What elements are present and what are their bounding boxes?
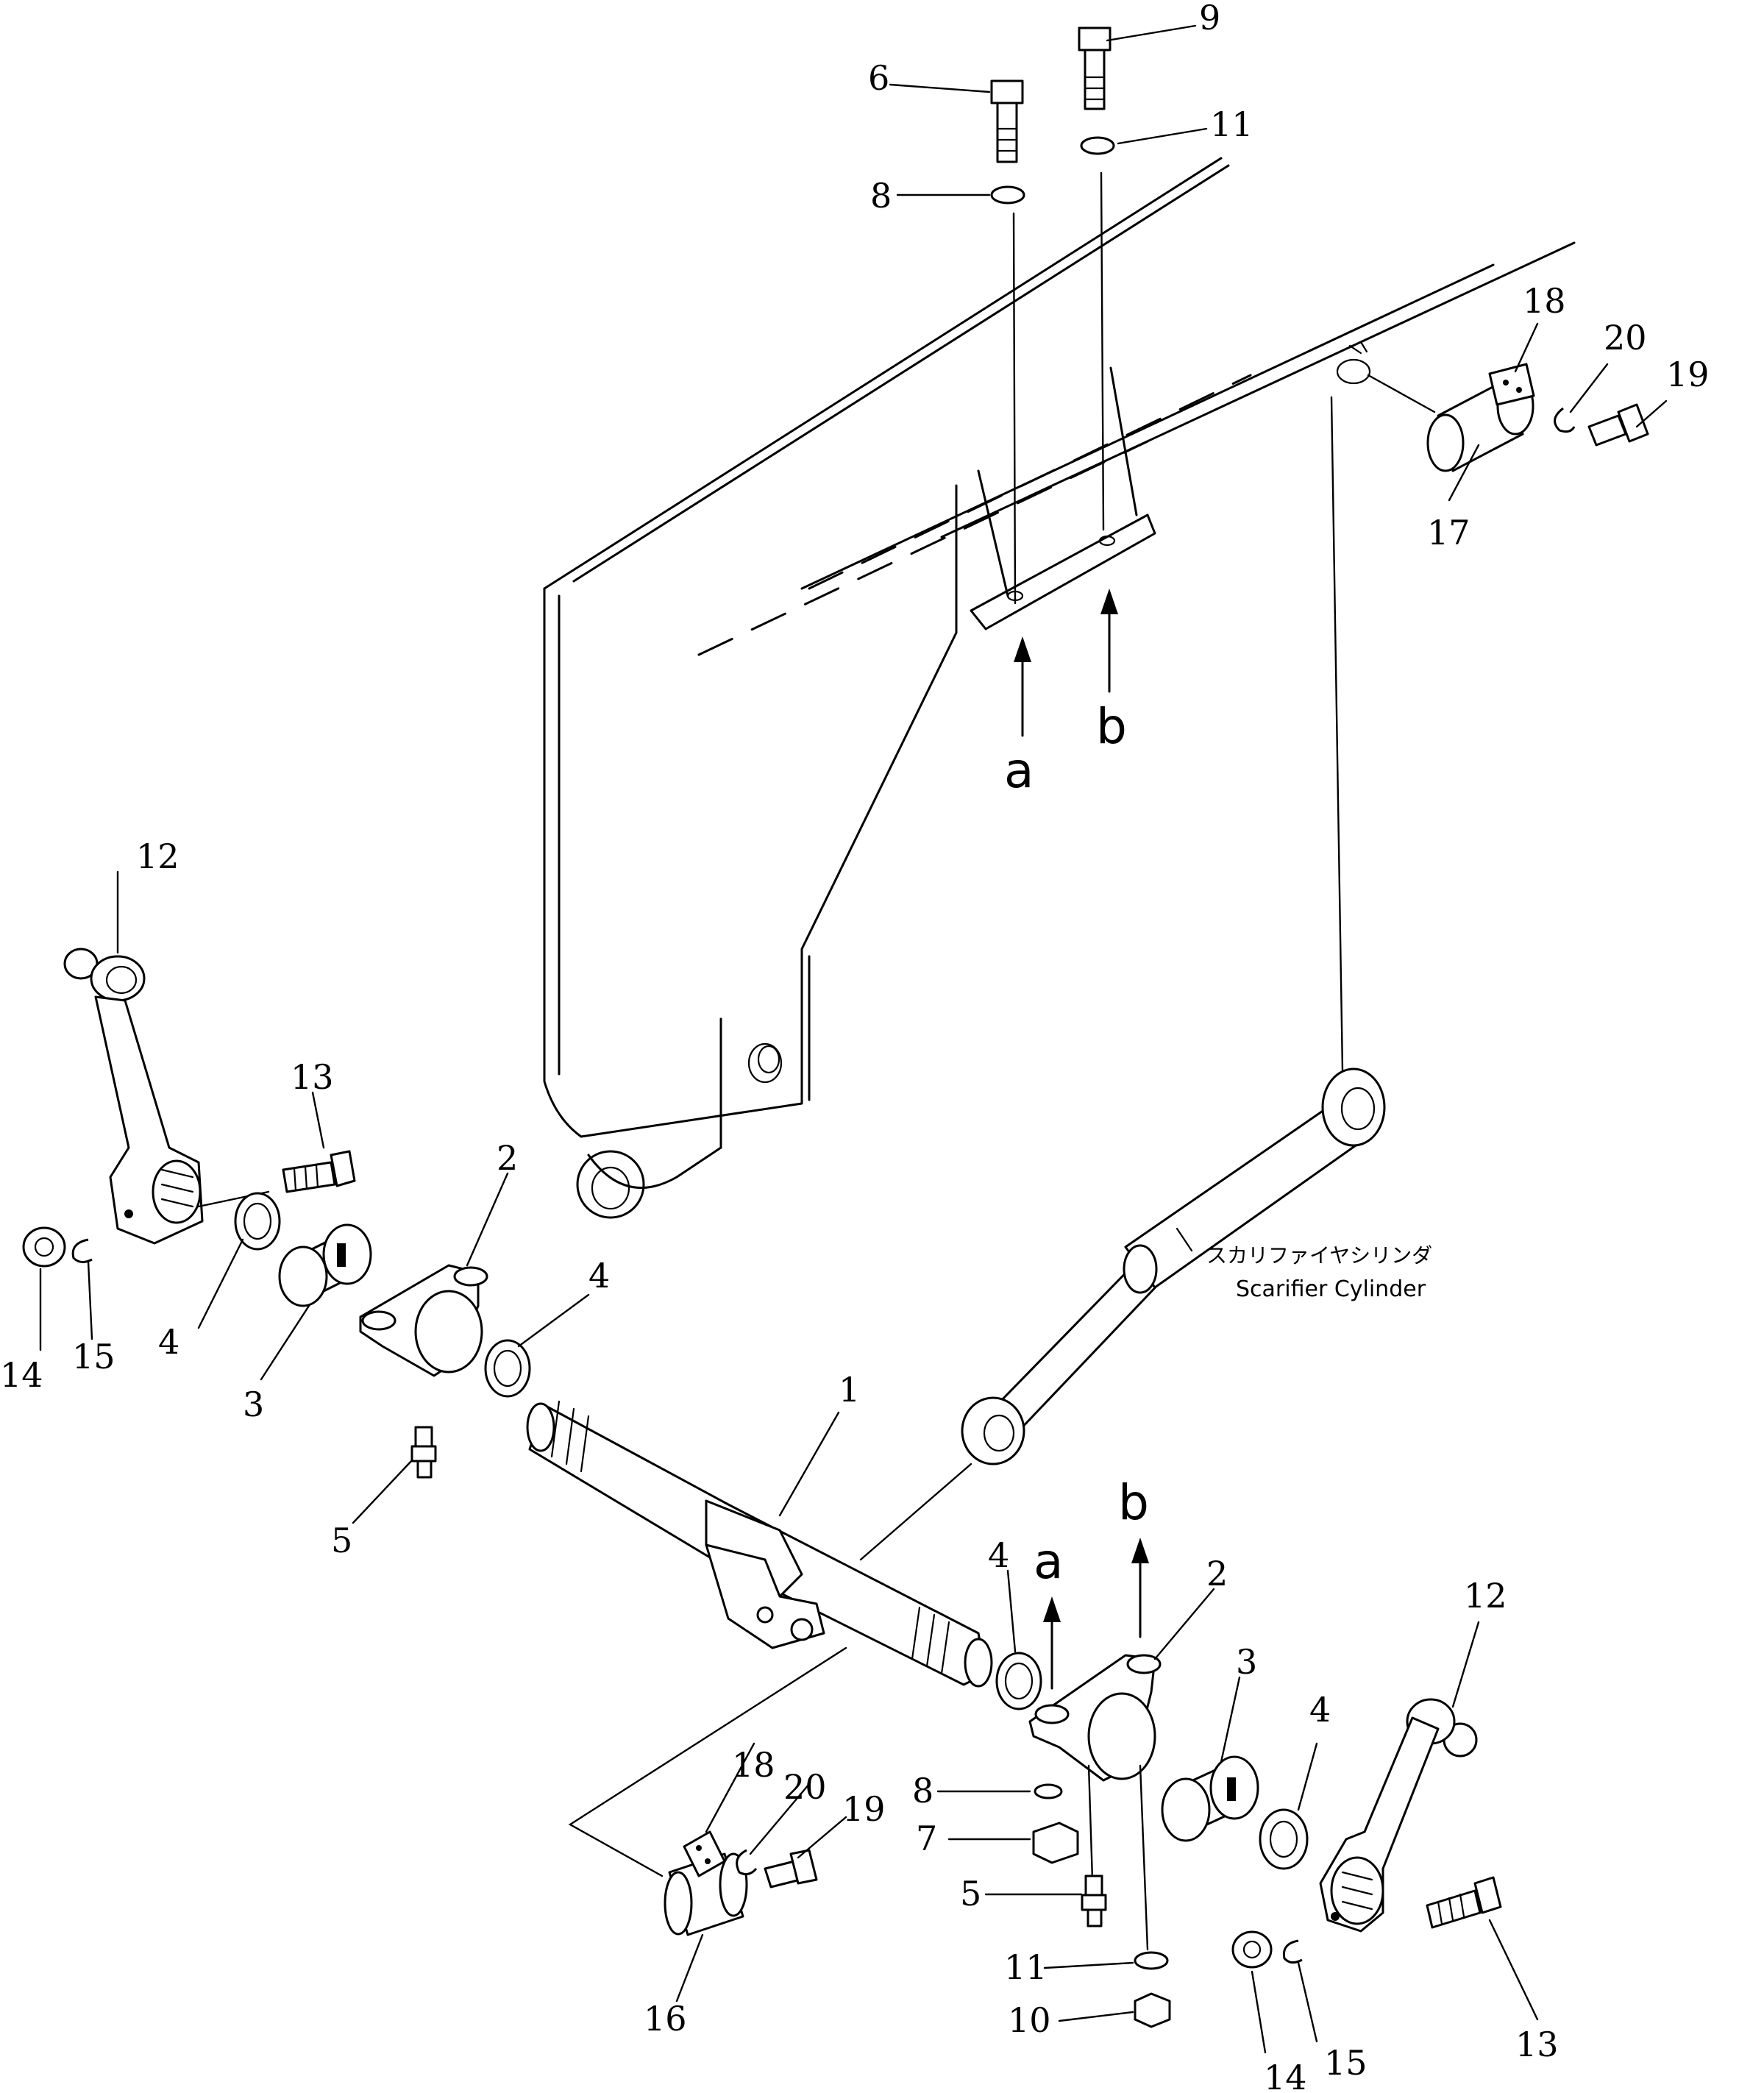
callout-20-bottom: 20 <box>783 1767 827 1807</box>
lever-12-right <box>1319 1698 1478 1933</box>
callout-11-bottom: 11 <box>1004 1947 1048 1987</box>
cylinder-label-en: Scarifier Cylinder <box>1236 1276 1426 1302</box>
arrow-b-top: b <box>1096 589 1127 755</box>
bolt-13-right <box>1426 1876 1502 1929</box>
callout-numbers: 6 8 9 11 18 20 19 17 12 13 2 4 4 3 5 14 … <box>0 0 1710 2093</box>
seal-4-left-b <box>484 1339 531 1398</box>
bushing-3-right <box>1161 1755 1259 1842</box>
callout-15-right: 15 <box>1324 2043 1368 2083</box>
callout-17: 17 <box>1427 513 1470 552</box>
cylinder-leader <box>1330 396 1344 1072</box>
label-b-top: b <box>1096 698 1127 755</box>
callout-leaders <box>39 24 1668 2054</box>
callout-14-right: 14 <box>1264 2058 1307 2093</box>
nut-14-left <box>22 1226 66 1268</box>
callout-3-right: 3 <box>1236 1642 1257 1682</box>
callout-12-right: 12 <box>1464 1576 1507 1616</box>
callout-4-right-b: 4 <box>1309 1690 1331 1730</box>
callout-20-top: 20 <box>1604 318 1647 358</box>
seal-4-right-b <box>1259 1808 1309 1870</box>
callout-2-left: 2 <box>497 1138 518 1178</box>
arrow-a-top: a <box>1004 636 1034 799</box>
bushing-3-left <box>278 1223 372 1307</box>
seal-4-left-a <box>234 1192 281 1251</box>
callout-12-left: 12 <box>136 836 179 876</box>
callout-18-top: 18 <box>1523 281 1566 321</box>
lever-12-left <box>63 948 204 1245</box>
callout-5-right: 5 <box>960 1874 981 1913</box>
bolt-19-bottom <box>764 1849 818 1888</box>
callout-5-left: 5 <box>331 1521 352 1560</box>
callout-8-bottom: 8 <box>912 1771 933 1811</box>
label-a-bottom: a <box>1034 1533 1063 1590</box>
callout-10: 10 <box>1008 2000 1051 2040</box>
frame <box>543 157 1576 1219</box>
ring-20-bottom <box>736 1849 758 1876</box>
callout-19-bottom: 19 <box>842 1789 886 1829</box>
fitting-5-left <box>410 1426 437 1479</box>
callout-14-left: 14 <box>0 1355 43 1395</box>
seal-4-right-a <box>995 1652 1042 1710</box>
nut-7 <box>1032 1822 1079 1864</box>
ring-15-left <box>71 1238 93 1263</box>
washer-11-bottom <box>1134 1951 1169 1970</box>
washer-8-top <box>990 185 1025 205</box>
callout-15-left: 15 <box>72 1337 115 1376</box>
bolt-6 <box>990 79 1024 163</box>
callout-18-bottom: 18 <box>732 1745 775 1785</box>
label-a-top: a <box>1004 742 1034 799</box>
housing-2-right <box>1028 1654 1162 1782</box>
nut-10 <box>1134 1992 1171 2028</box>
callout-16: 16 <box>644 1999 687 2039</box>
bolt-13-left <box>282 1150 356 1193</box>
callout-4-left-b: 4 <box>588 1256 610 1296</box>
bolt-6-leader <box>1012 212 1017 605</box>
scarifier-cylinder <box>961 1067 1386 1465</box>
label-b-bottom: b <box>1118 1474 1149 1531</box>
callout-11-top: 11 <box>1210 104 1253 144</box>
bolt-19-top <box>1587 403 1649 447</box>
ring-15-right <box>1282 1939 1303 1964</box>
callout-6: 6 <box>868 58 889 98</box>
housing-2-left <box>359 1264 488 1377</box>
callout-1: 1 <box>839 1370 860 1410</box>
plate-18-top <box>1488 363 1535 406</box>
callout-2-right: 2 <box>1206 1554 1228 1593</box>
callout-4-right-a: 4 <box>988 1535 1009 1575</box>
fitting-5-right <box>1081 1875 1107 1927</box>
bolt-9-leader <box>1100 171 1105 531</box>
washer-8-bottom <box>1034 1783 1063 1799</box>
callout-13-right: 13 <box>1515 2025 1559 2064</box>
callout-4-left-a: 4 <box>158 1322 179 1362</box>
callout-19-top: 19 <box>1666 355 1710 394</box>
plate-18-bottom <box>683 1830 726 1877</box>
arrow-a-bottom: a <box>1034 1533 1063 1690</box>
ring-20-top <box>1554 407 1576 433</box>
cylinder-label-jp: スカリファイヤシリンダ <box>1206 1243 1432 1268</box>
callout-7: 7 <box>916 1819 937 1858</box>
arrow-b-bottom: b <box>1118 1474 1149 1638</box>
callout-3-left: 3 <box>243 1385 264 1424</box>
washer-11-top <box>1080 136 1115 155</box>
nut-14-right <box>1231 1930 1273 1969</box>
callout-8-top: 8 <box>870 176 892 216</box>
bolt-9 <box>1078 26 1112 110</box>
callout-9: 9 <box>1199 0 1220 38</box>
shaft-1 <box>526 1400 993 1688</box>
callout-13-left: 13 <box>291 1057 334 1097</box>
pin-16 <box>664 1852 748 1936</box>
